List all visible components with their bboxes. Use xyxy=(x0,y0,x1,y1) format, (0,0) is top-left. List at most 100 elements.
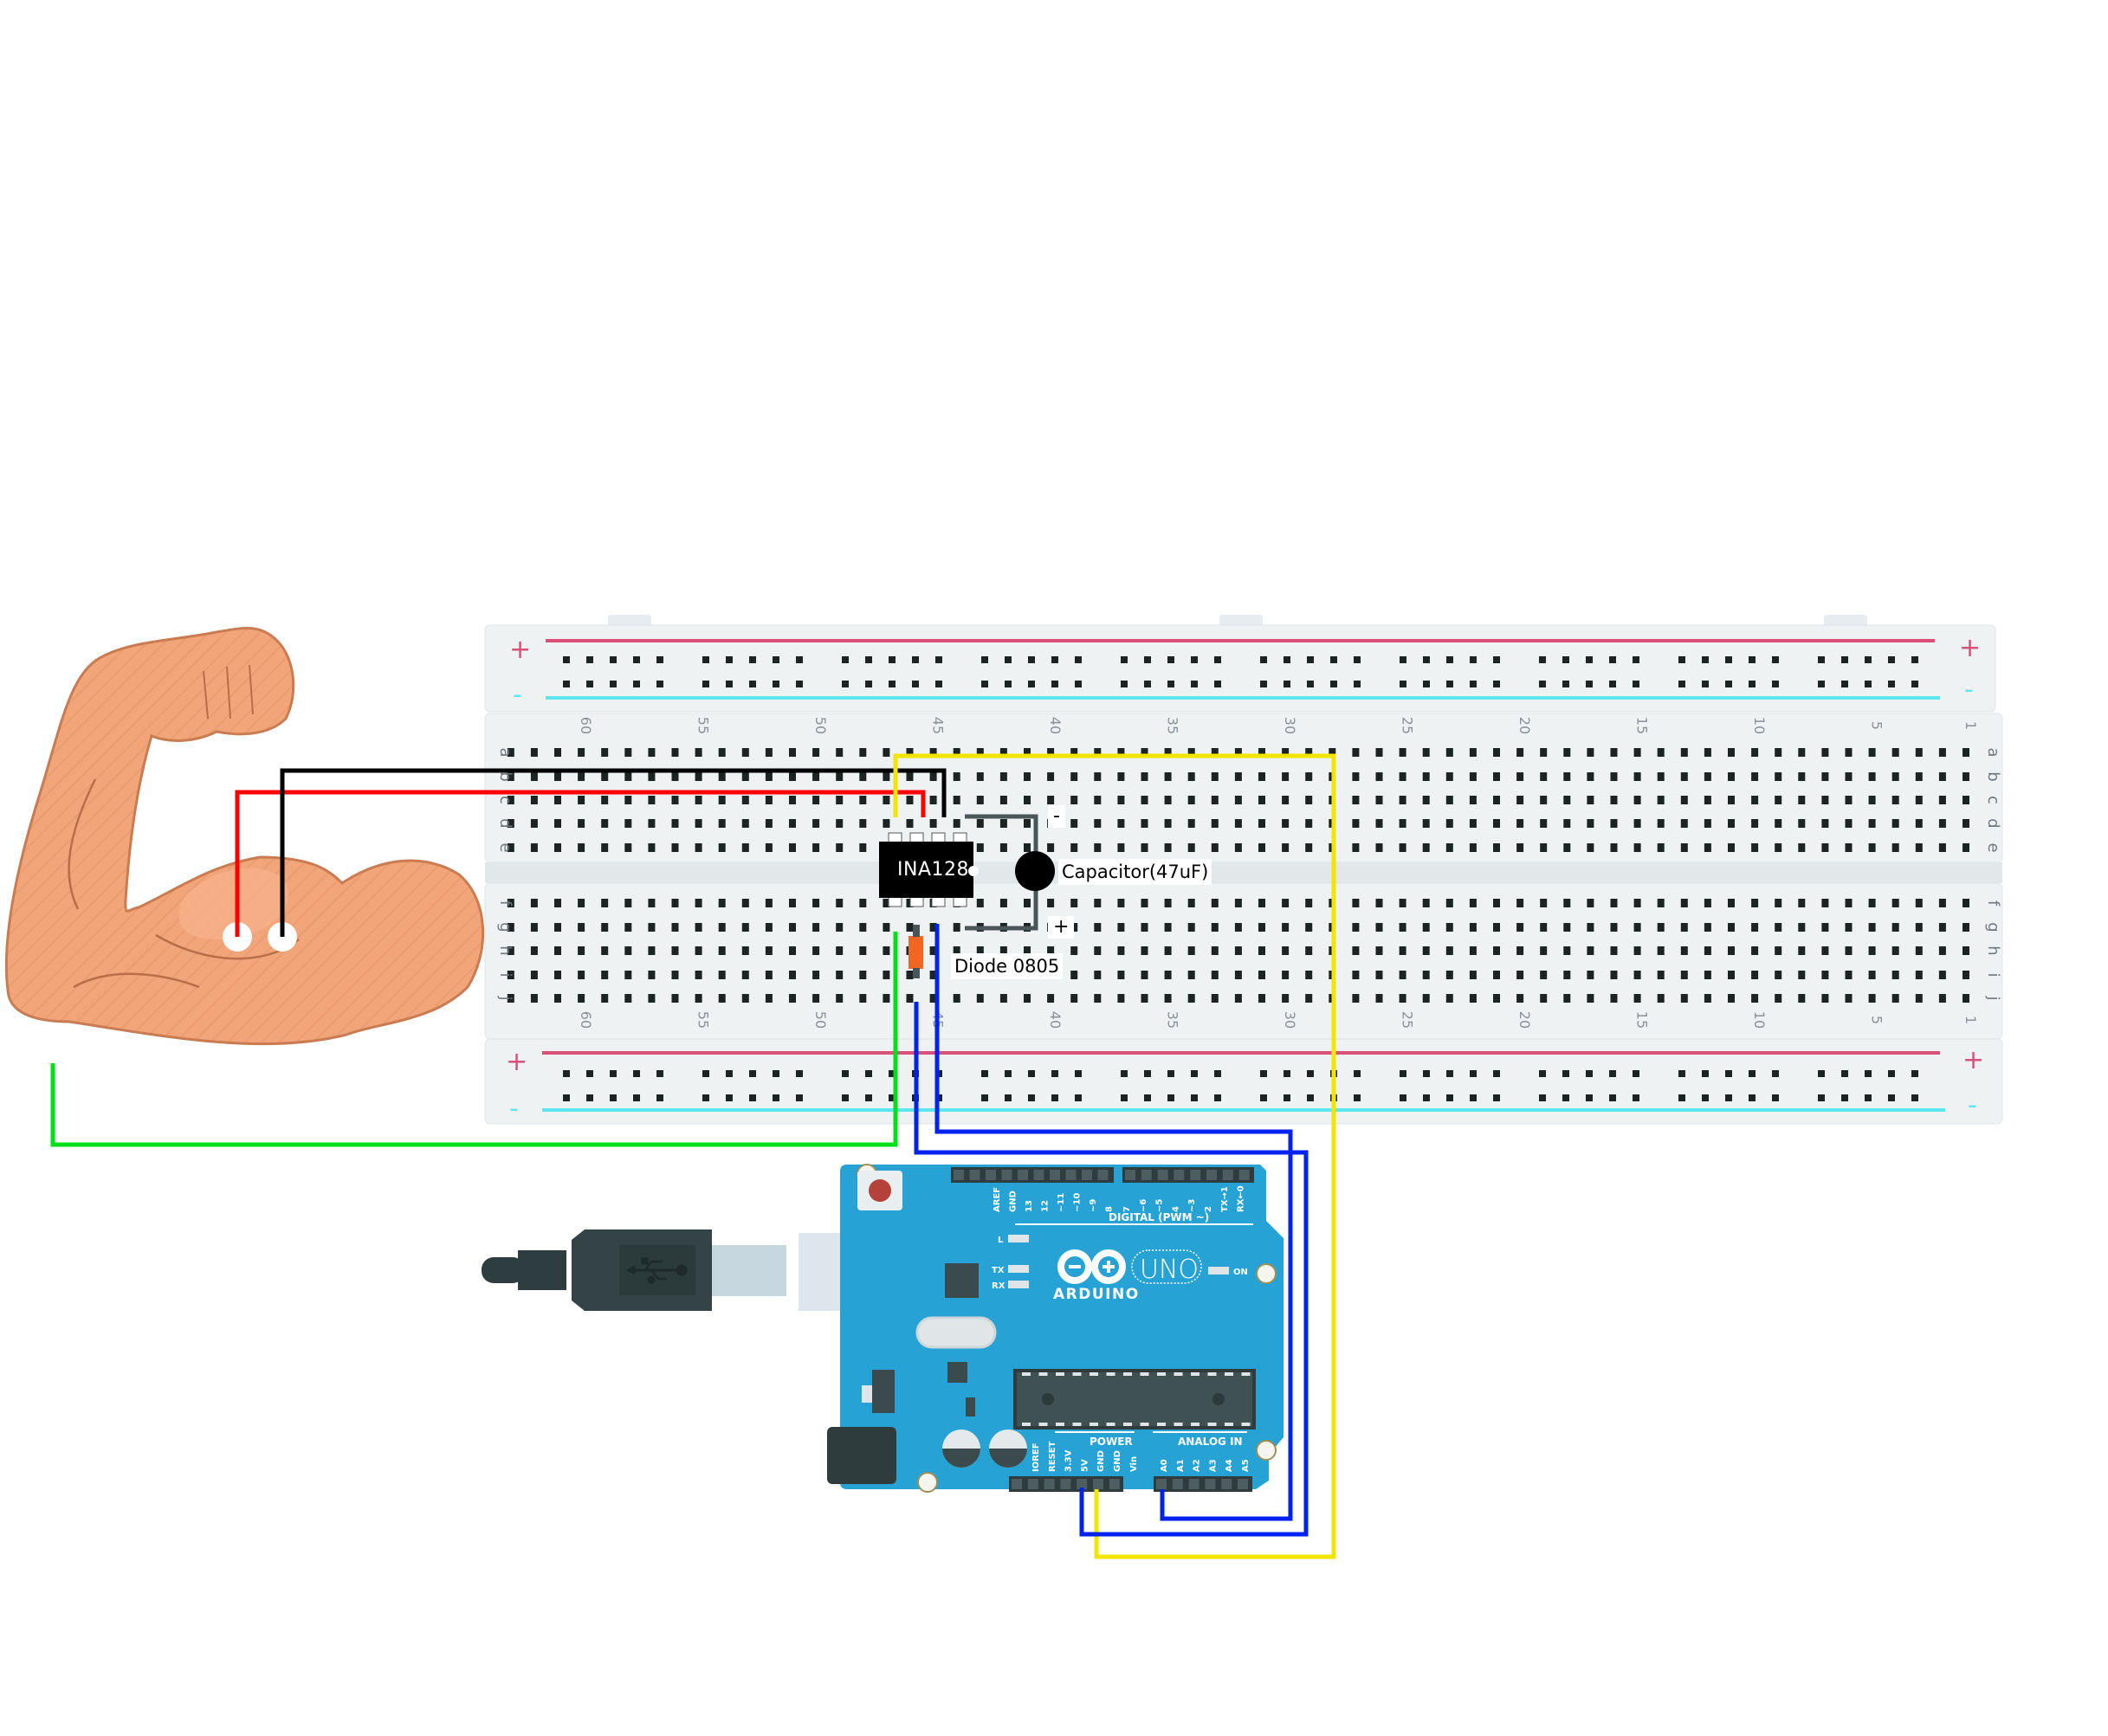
header-pin xyxy=(969,1170,980,1180)
breadboard-hole xyxy=(530,796,538,804)
breadboard-hole xyxy=(648,971,656,979)
breadboard-hole xyxy=(1445,923,1453,932)
breadboard-hole xyxy=(1352,772,1360,781)
rail-hole xyxy=(1330,681,1337,687)
wire-red xyxy=(235,790,926,937)
reset-button-cap[interactable] xyxy=(869,1179,891,1202)
breadboard-hole xyxy=(1704,899,1711,907)
rail-hole xyxy=(1888,1070,1895,1077)
pin-label: GND xyxy=(1113,1450,1122,1472)
rail-hole xyxy=(1167,1070,1174,1077)
rail-hole xyxy=(1307,1070,1314,1077)
rail-hole xyxy=(1075,656,1082,663)
breadboard-hole xyxy=(1445,843,1453,852)
breadboard-hole xyxy=(1587,994,1594,1003)
breadboard-hole xyxy=(1798,923,1806,932)
breadboard-hole xyxy=(1938,796,1946,804)
breadboard-hole xyxy=(1187,772,1195,781)
breadboard-hole xyxy=(671,994,679,1003)
breadboard-hole xyxy=(1211,796,1219,804)
chip-pin xyxy=(1225,1372,1233,1376)
breadboard-hole xyxy=(1775,923,1782,932)
breadboard-hole xyxy=(671,946,679,955)
breadboard-hole xyxy=(1587,796,1594,804)
rail-hole xyxy=(702,656,709,663)
breadboard-hole xyxy=(812,796,820,804)
capacitor-body xyxy=(1015,851,1055,891)
breadboard-hole xyxy=(883,994,890,1003)
breadboard-hole xyxy=(671,772,679,781)
row-letter-label: a xyxy=(496,747,514,757)
breadboard-hole xyxy=(1422,843,1430,852)
row-letter-label: g xyxy=(1984,922,2002,932)
rail-hole xyxy=(1144,1070,1151,1077)
breadboard-hole xyxy=(1633,772,1641,781)
elbow-crease xyxy=(73,972,200,989)
breadboard-hole xyxy=(1845,899,1853,907)
breadboard-hole xyxy=(1587,946,1594,955)
breadboard-hole xyxy=(1141,772,1148,781)
led-on xyxy=(1208,1267,1229,1275)
breadboard-hole xyxy=(1821,748,1829,757)
rail-hole xyxy=(1539,1094,1546,1101)
rail-hole xyxy=(1260,656,1267,663)
breadboard-hole xyxy=(507,946,514,955)
breadboard-hole xyxy=(695,772,702,781)
breadboard-hole xyxy=(624,748,632,757)
usb-cable-collar xyxy=(518,1250,566,1290)
rail-hole xyxy=(1214,1070,1221,1077)
breadboard-hole xyxy=(578,843,585,852)
breadboard-hole xyxy=(1938,923,1946,932)
breadboard-hole xyxy=(1938,772,1946,781)
row-letter-label: h xyxy=(496,945,514,955)
breadboard-hole xyxy=(1422,971,1430,979)
rail-hole xyxy=(1028,681,1035,687)
rail-hole xyxy=(796,681,803,687)
row-letter-label: d xyxy=(1984,818,2002,828)
breadboard-hole xyxy=(1164,772,1172,781)
small-chip xyxy=(947,1362,967,1383)
breadboard-hole xyxy=(1728,772,1735,781)
breadboard-hole xyxy=(1024,994,1031,1003)
pin-label: ~5 xyxy=(1155,1199,1165,1212)
rail-hole xyxy=(1562,656,1569,663)
breadboard-hole xyxy=(1187,971,1195,979)
rail-hole xyxy=(935,681,942,687)
rail-hole xyxy=(1214,1094,1221,1101)
breadboard-hole xyxy=(601,946,609,955)
breadboard-hole xyxy=(883,899,890,907)
breadboard-hole xyxy=(1024,748,1031,757)
breadboard-hole xyxy=(1751,843,1759,852)
arm-shape xyxy=(4,627,485,1046)
breadboard-hole xyxy=(671,971,679,979)
breadboard-hole xyxy=(976,899,984,907)
pin-label: ~10 xyxy=(1073,1193,1083,1212)
breadboard-hole xyxy=(554,819,561,828)
rail-hole xyxy=(1493,1070,1500,1077)
breadboard-hole xyxy=(789,899,796,907)
rail-hole xyxy=(702,681,709,687)
breadboard-hole xyxy=(953,748,960,757)
breadboard-hole xyxy=(765,843,773,852)
rail-hole xyxy=(865,656,872,663)
breadboard-hole xyxy=(1728,819,1735,828)
breadboard-hole xyxy=(1493,748,1500,757)
header-pin xyxy=(1222,1170,1233,1180)
breadboard-hole xyxy=(1258,994,1265,1003)
top-rail-plus-sign-left: + xyxy=(509,635,531,665)
rail-hole xyxy=(981,1094,988,1101)
header-pin xyxy=(1125,1170,1135,1180)
breadboard-hole xyxy=(648,796,656,804)
rail-hole xyxy=(1028,656,1035,663)
rail-hole xyxy=(1749,1070,1756,1077)
breadboard-hole xyxy=(953,994,960,1003)
breadboard-hole xyxy=(1094,946,1102,955)
row-letter-label: h xyxy=(1984,945,2002,955)
breadboard-hole xyxy=(1633,994,1641,1003)
breadboard-hole xyxy=(1915,923,1923,932)
breadboard-hole xyxy=(1352,923,1360,932)
breadboard-hole xyxy=(1070,819,1078,828)
breadboard-hole xyxy=(1915,946,1923,955)
rail-hole xyxy=(1702,1070,1709,1077)
breadboard-hole xyxy=(1775,843,1782,852)
